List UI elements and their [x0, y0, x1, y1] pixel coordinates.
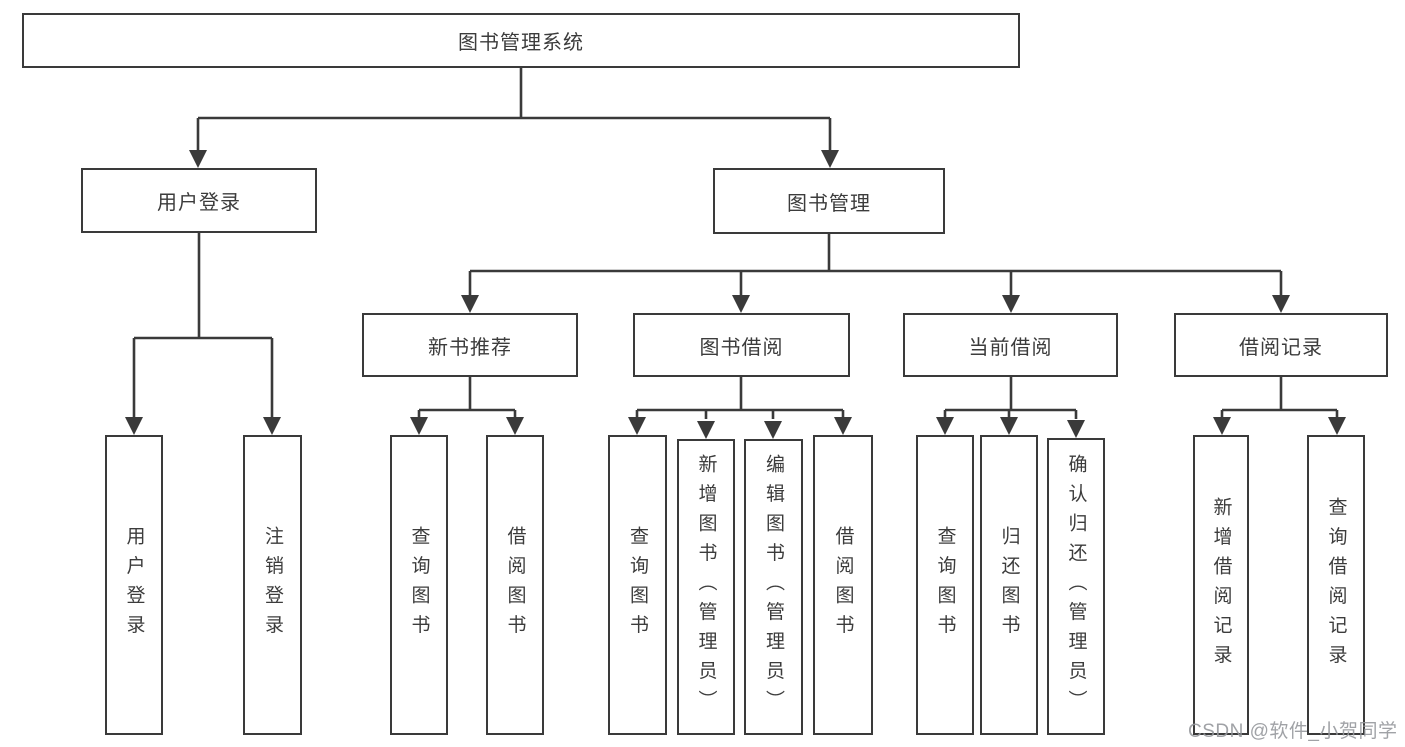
leaf-add-books-admin: 新增图书（管理员） [677, 439, 735, 735]
node-user-login-label: 用户登录 [157, 192, 241, 214]
node-book-management-label: 图书管理 [787, 192, 871, 215]
leaf-return-books-label: 归还图书 [998, 526, 1020, 644]
leaf-borrow-books: 借阅图书 [813, 435, 873, 735]
node-book-management: 图书管理 [713, 168, 945, 234]
node-library-system-label: 图书管理系统 [458, 32, 584, 54]
node-book-borrow: 图书借阅 [633, 313, 850, 377]
leaf-query-books: 查询图书 [916, 435, 974, 735]
leaf-query-books: 查询图书 [390, 435, 448, 735]
arrowheads [125, 150, 1346, 439]
leaf-user-login: 用户登录 [105, 435, 163, 735]
node-borrow-records-label: 借阅记录 [1239, 336, 1323, 359]
leaf-logout-label: 注销登录 [262, 526, 283, 644]
leaf-borrow-books-label: 借阅图书 [832, 526, 854, 644]
node-new-book-recommend: 新书推荐 [362, 313, 578, 377]
leaf-user-login-label: 用户登录 [123, 526, 145, 644]
node-user-login: 用户登录 [81, 168, 317, 233]
node-current-borrow-label: 当前借阅 [968, 336, 1053, 359]
leaf-query-books: 查询图书 [608, 435, 667, 735]
node-library-system: 图书管理系统 [22, 13, 1020, 68]
leaf-query-borrow-record: 查询借阅记录 [1307, 435, 1365, 735]
node-book-borrow-label: 图书借阅 [699, 336, 784, 359]
leaf-return-books: 归还图书 [980, 435, 1038, 735]
leaf-query-borrow-record-label: 查询借阅记录 [1325, 496, 1347, 674]
node-current-borrow: 当前借阅 [903, 313, 1118, 377]
leaf-query-books-label: 查询图书 [627, 526, 648, 644]
leaf-borrow-books: 借阅图书 [486, 435, 544, 735]
leaf-logout: 注销登录 [243, 435, 302, 735]
leaf-confirm-return-admin: 确认归还（管理员） [1047, 438, 1105, 735]
leaf-add-borrow-record-label: 新增借阅记录 [1210, 496, 1232, 674]
leaf-edit-books-admin-label: 编辑图书（管理员） [763, 454, 784, 720]
leaf-confirm-return-admin-label: 确认归还（管理员） [1065, 453, 1087, 720]
leaf-borrow-books-label: 借阅图书 [504, 526, 526, 644]
node-borrow-records: 借阅记录 [1174, 313, 1388, 377]
node-new-book-recommend-label: 新书推荐 [428, 336, 512, 359]
leaf-add-borrow-record: 新增借阅记录 [1193, 435, 1249, 735]
leaf-add-books-admin-label: 新增图书（管理员） [695, 454, 717, 720]
leaf-query-books-label: 查询图书 [934, 526, 956, 644]
watermark: CSDN @软件_小贺同学 [1188, 721, 1398, 742]
leaf-edit-books-admin: 编辑图书（管理员） [744, 439, 803, 735]
leaf-query-books-label: 查询图书 [408, 526, 430, 644]
